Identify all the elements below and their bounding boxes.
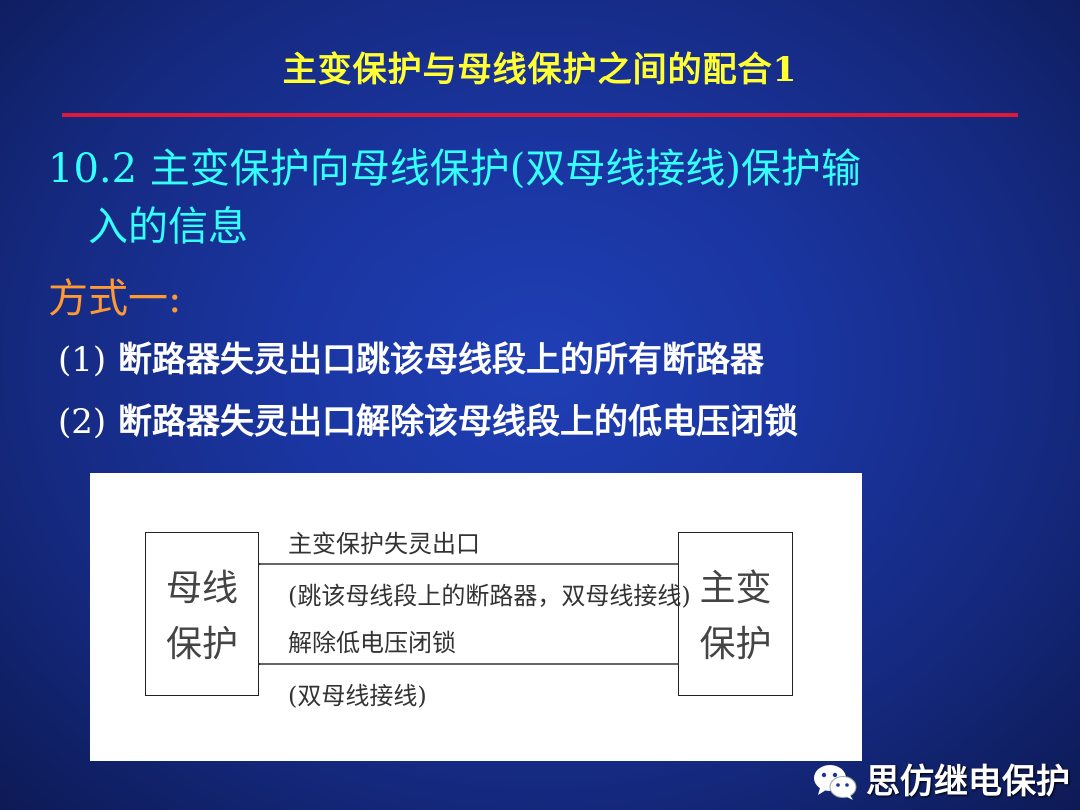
list-item: (1) 断路器失灵出口跳该母线段上的所有断路器 bbox=[58, 336, 764, 384]
transformer-protection-box: 主变 保护 bbox=[678, 532, 793, 696]
busbar-protection-box: 母线 保护 bbox=[145, 532, 259, 696]
arrow-top-label: 主变保护失灵出口 bbox=[288, 530, 480, 558]
list-item: (2) 断路器失灵出口解除该母线段上的低电压闭锁 bbox=[58, 398, 798, 446]
list-item-number: (2) bbox=[58, 402, 107, 442]
wechat-icon bbox=[814, 765, 857, 800]
diagram-arrows bbox=[90, 473, 678, 761]
slide-title: 主变保护与母线保护之间的配合1 bbox=[282, 50, 798, 90]
arrow-top-note: (跳该母线段上的断路器，双母线接线) bbox=[288, 582, 691, 610]
section-heading: 10.2 主变保护向母线保护(双母线接线)保护输 入的信息 bbox=[48, 140, 1048, 256]
arrow-bottom-label: 解除低电压闭锁 bbox=[288, 629, 456, 657]
signal-diagram: 母线 保护 主变 保护 主变保护失灵出口 (跳该母线段上的断路器，双母线接线) … bbox=[90, 473, 862, 761]
list-item-text: 断路器失灵出口解除该母线段上的低电压闭锁 bbox=[118, 402, 799, 442]
transformer-protection-line1: 主变 bbox=[699, 568, 772, 609]
method-label: 方式一: bbox=[48, 276, 182, 322]
section-heading-line2: 入的信息 bbox=[88, 204, 248, 250]
watermark: 思仿继电保护 bbox=[812, 760, 1070, 804]
transformer-protection-line2: 保护 bbox=[699, 624, 772, 665]
busbar-protection-line2: 保护 bbox=[165, 624, 238, 665]
arrow-bottom-note: (双母线接线) bbox=[288, 682, 427, 710]
list-item-number: (1) bbox=[58, 340, 107, 380]
watermark-text: 思仿继电保护 bbox=[866, 762, 1070, 802]
list-item-text: 断路器失灵出口跳该母线段上的所有断路器 bbox=[118, 340, 765, 380]
section-heading-line1: 10.2 主变保护向母线保护(双母线接线)保护输 bbox=[48, 146, 861, 192]
busbar-protection-line1: 母线 bbox=[165, 568, 238, 609]
title-divider bbox=[62, 113, 1018, 117]
